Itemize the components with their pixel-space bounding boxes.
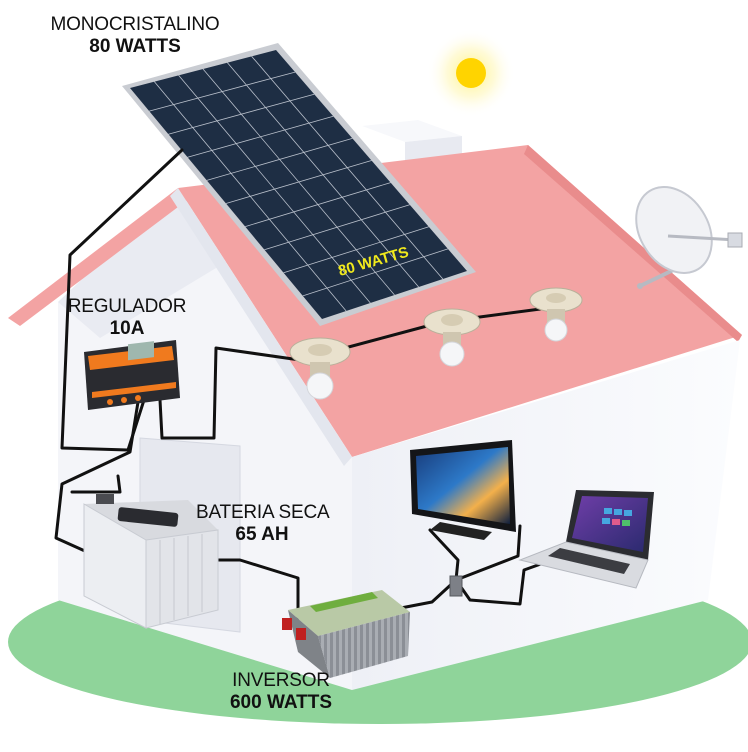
inverter-name: INVERSOR bbox=[232, 670, 330, 691]
panel-name: MONOCRISTALINO bbox=[50, 14, 220, 35]
panel-grid-line bbox=[168, 93, 315, 135]
inverter-label: INVERSOR 600 WATTS bbox=[215, 670, 347, 714]
led-bulb-icon bbox=[529, 287, 583, 342]
battery-name: BATERIA SECA bbox=[196, 502, 330, 523]
panel-grid-line bbox=[302, 248, 449, 297]
house-side-wall bbox=[352, 340, 740, 690]
roof-front-edge-2 bbox=[170, 188, 352, 466]
regulator-label: REGULADOR 10A bbox=[62, 296, 192, 340]
panel-grid-line bbox=[245, 182, 391, 227]
roof-right-edge bbox=[524, 145, 742, 342]
panel-grid-line bbox=[149, 71, 296, 112]
cable-battery-bridge bbox=[70, 474, 122, 494]
battery-label: BATERIA SECA 65 AH bbox=[196, 502, 330, 546]
panel-spec: 80 WATTS bbox=[89, 36, 181, 57]
charge-controller-icon bbox=[84, 340, 180, 410]
panel-label: MONOCRISTALINO 80 WATTS bbox=[40, 14, 230, 58]
regulator-spec: 10A bbox=[109, 318, 145, 339]
inverter-spec: 600 WATTS bbox=[229, 692, 333, 713]
laptop-icon bbox=[518, 490, 654, 589]
panel-grid-line bbox=[264, 204, 410, 251]
satellite-dish-icon bbox=[635, 186, 743, 289]
panel-grid-line bbox=[206, 138, 353, 181]
led-bulb-icon bbox=[423, 308, 481, 367]
battery-icon bbox=[83, 494, 219, 629]
solar-panel-icon: 80 WATTS bbox=[122, 43, 476, 326]
tv-icon bbox=[410, 440, 516, 540]
battery-spec: 65 AH bbox=[235, 524, 289, 545]
sun-icon bbox=[427, 29, 515, 117]
roof-front-edge bbox=[8, 188, 190, 326]
inverter-icon bbox=[282, 590, 410, 678]
power-outlet bbox=[449, 575, 463, 597]
panel-grid-line bbox=[283, 226, 429, 274]
panel-grid-line bbox=[187, 115, 334, 158]
panel-grid-line bbox=[225, 160, 372, 204]
regulator-name: REGULADOR bbox=[67, 296, 187, 317]
led-bulb-icon bbox=[289, 337, 351, 400]
house-front-shadow bbox=[58, 188, 226, 338]
